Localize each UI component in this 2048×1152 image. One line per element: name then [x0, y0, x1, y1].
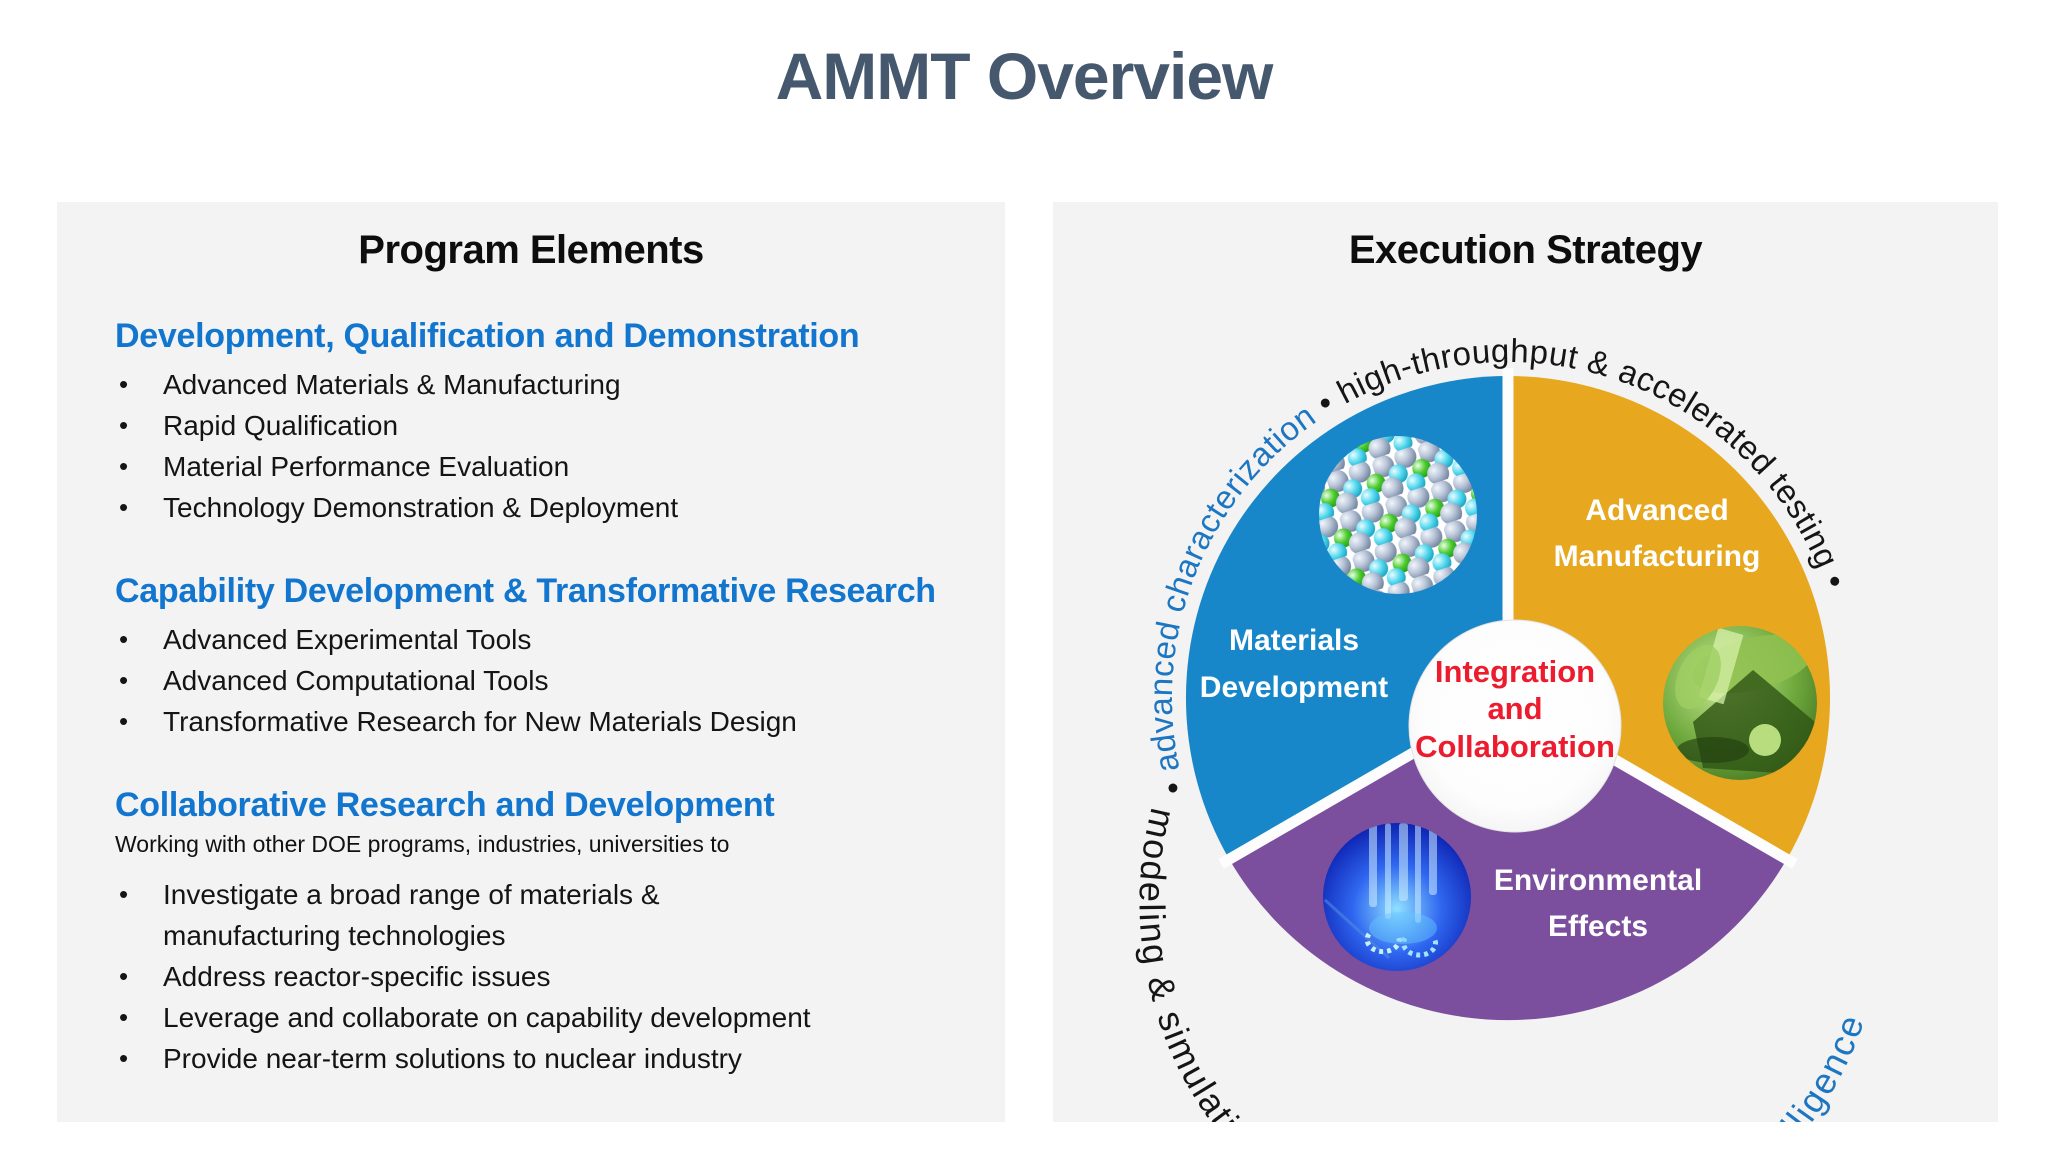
integration-collaboration-circle — [1408, 619, 1622, 833]
bullet-list-development: Advanced Materials & Manufacturing Rapid… — [115, 364, 977, 528]
list-item: Advanced Experimental Tools — [115, 619, 977, 660]
list-item: Advanced Computational Tools — [115, 660, 977, 701]
center-label-line3: Collaboration — [1415, 729, 1615, 764]
execution-strategy-title: Execution Strategy — [1348, 228, 1703, 272]
center-label-line2: and — [1487, 691, 1542, 726]
environmental-effects-label-line2: Effects — [1548, 910, 1648, 943]
environmental-effects-label-line1: Environmental — [1494, 864, 1702, 897]
advanced-manufacturing-label-line1: Advanced — [1585, 494, 1728, 527]
atomic-lattice-photo — [1319, 436, 1477, 594]
collaborative-research-note: Working with other DOE programs, industr… — [115, 831, 730, 857]
ring-text-machine-learning: machine learning & artificial intelligen… — [1276, 1008, 1872, 1122]
slide-title: AMMT Overview — [775, 39, 1274, 113]
list-item: Provide near-term solutions to nuclear i… — [115, 1038, 977, 1079]
list-item-text: Material Performance Evaluation — [163, 451, 570, 482]
list-item-text: Transformative Research for New Material… — [163, 706, 797, 737]
list-item-text: Rapid Qualification — [163, 410, 399, 441]
integration-collaboration-label: Integration and Collaboration — [1415, 654, 1615, 764]
segment-labels: Materials Development Advanced Manufactu… — [1200, 494, 1761, 943]
center-label-line1: Integration — [1435, 654, 1595, 689]
materials-development-label-line1: Materials — [1229, 624, 1359, 657]
materials-development-label-line2: Development — [1200, 671, 1388, 704]
green-machining-photo — [1663, 626, 1817, 780]
execution-strategy-panel: Execution Strategy — [1053, 202, 1998, 1122]
list-item: Leverage and collaborate on capability d… — [115, 997, 977, 1038]
list-item: Rapid Qualification — [115, 405, 977, 446]
list-item-text: Advanced Computational Tools — [163, 665, 549, 696]
list-item: Transformative Research for New Material… — [115, 701, 977, 742]
reactor-glow-photo — [1323, 823, 1471, 971]
list-item: Material Performance Evaluation — [115, 446, 977, 487]
program-elements-panel: Program Elements Development, Qualificat… — [57, 202, 1005, 1122]
bullet-list-collaborative: Investigate a broad range of materials &… — [115, 874, 977, 1079]
list-item-text: Leverage and collaborate on capability d… — [163, 1002, 811, 1033]
list-item-text: Advanced Experimental Tools — [163, 624, 532, 655]
list-item: Technology Demonstration & Deployment — [115, 487, 977, 528]
list-item-text: Advanced Materials & Manufacturing — [163, 369, 621, 400]
list-item: Advanced Materials & Manufacturing — [115, 364, 977, 405]
program-elements-content: Development, Qualification and Demonstra… — [57, 317, 1005, 1079]
execution-strategy-diagram: Materials Development Advanced Manufactu… — [1131, 332, 1872, 1122]
section-heading-development-qualification: Development, Qualification and Demonstra… — [115, 317, 860, 355]
advanced-manufacturing-label-line2: Manufacturing — [1554, 540, 1761, 573]
list-item-text: Address reactor-specific issues — [163, 961, 551, 992]
list-item-text: Technology Demonstration & Deployment — [163, 492, 679, 523]
list-item-text-continuation: manufacturing technologies — [163, 920, 506, 951]
list-item-text: Provide near-term solutions to nuclear i… — [163, 1043, 742, 1074]
section-heading-collaborative-research: Collaborative Research and Development — [115, 786, 775, 824]
section-heading-capability-development: Capability Development & Transformative … — [115, 572, 936, 610]
list-item-text: Investigate a broad range of materials & — [163, 879, 660, 910]
program-elements-title: Program Elements — [358, 228, 704, 272]
bullet-list-capability: Advanced Experimental Tools Advanced Com… — [115, 619, 977, 742]
list-item: Address reactor-specific issues — [115, 956, 977, 997]
list-item: Investigate a broad range of materials &… — [115, 874, 977, 956]
